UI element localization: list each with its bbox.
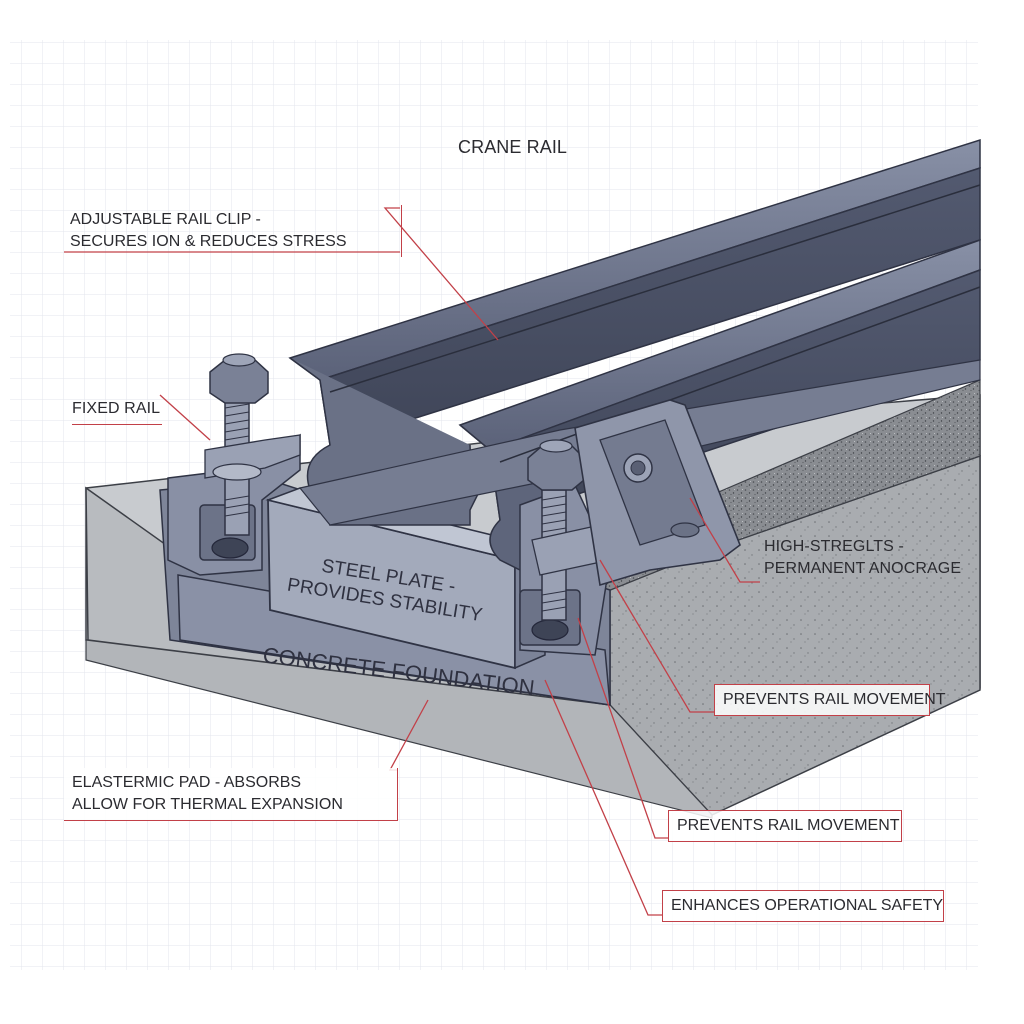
label-high-strength-anchorage: HIGH-STREGLTS - PERMANENT ANOCRAGE bbox=[764, 536, 961, 580]
label-adjustable-rail-clip: ADJUSTABLE RAIL CLIP - SECURES ION & RED… bbox=[62, 205, 402, 257]
label-crane-rail: CRANE RAIL bbox=[458, 137, 568, 157]
anchorage-bracket bbox=[574, 399, 741, 587]
label-fixed-rail: FIXED RAIL bbox=[72, 398, 162, 425]
elastomeric-line2: ALLOW FOR THERMAL EXPANSION bbox=[72, 796, 343, 813]
label-prevents-rail-movement-1: PREVENTS RAIL MOVEMENT bbox=[714, 684, 946, 716]
left-clip-assembly bbox=[167, 353, 301, 576]
label-enhances-safety: ENHANCES OPERATIONAL SAFETY bbox=[662, 890, 944, 922]
label-prevents-rail-movement-2: PREVENTS RAIL MOVEMENT bbox=[668, 810, 902, 842]
high-strength-line1: HIGH-STREGLTS - bbox=[764, 538, 904, 555]
right-clip-assembly bbox=[519, 439, 611, 656]
elastomeric-line1: ELASTERMIC PAD - ABSORBS bbox=[72, 774, 302, 791]
adjustable-clip-line2: SECURES ION & REDUCES STRESS bbox=[70, 233, 347, 250]
leader-lines bbox=[64, 207, 760, 916]
adjustable-clip-line1: ADJUSTABLE RAIL CLIP - bbox=[70, 211, 261, 228]
label-elastomeric-pad: ELASTERMIC PAD - ABSORBS ALLOW FOR THERM… bbox=[64, 768, 398, 821]
high-strength-line2: PERMANENT ANOCRAGE bbox=[764, 560, 962, 577]
